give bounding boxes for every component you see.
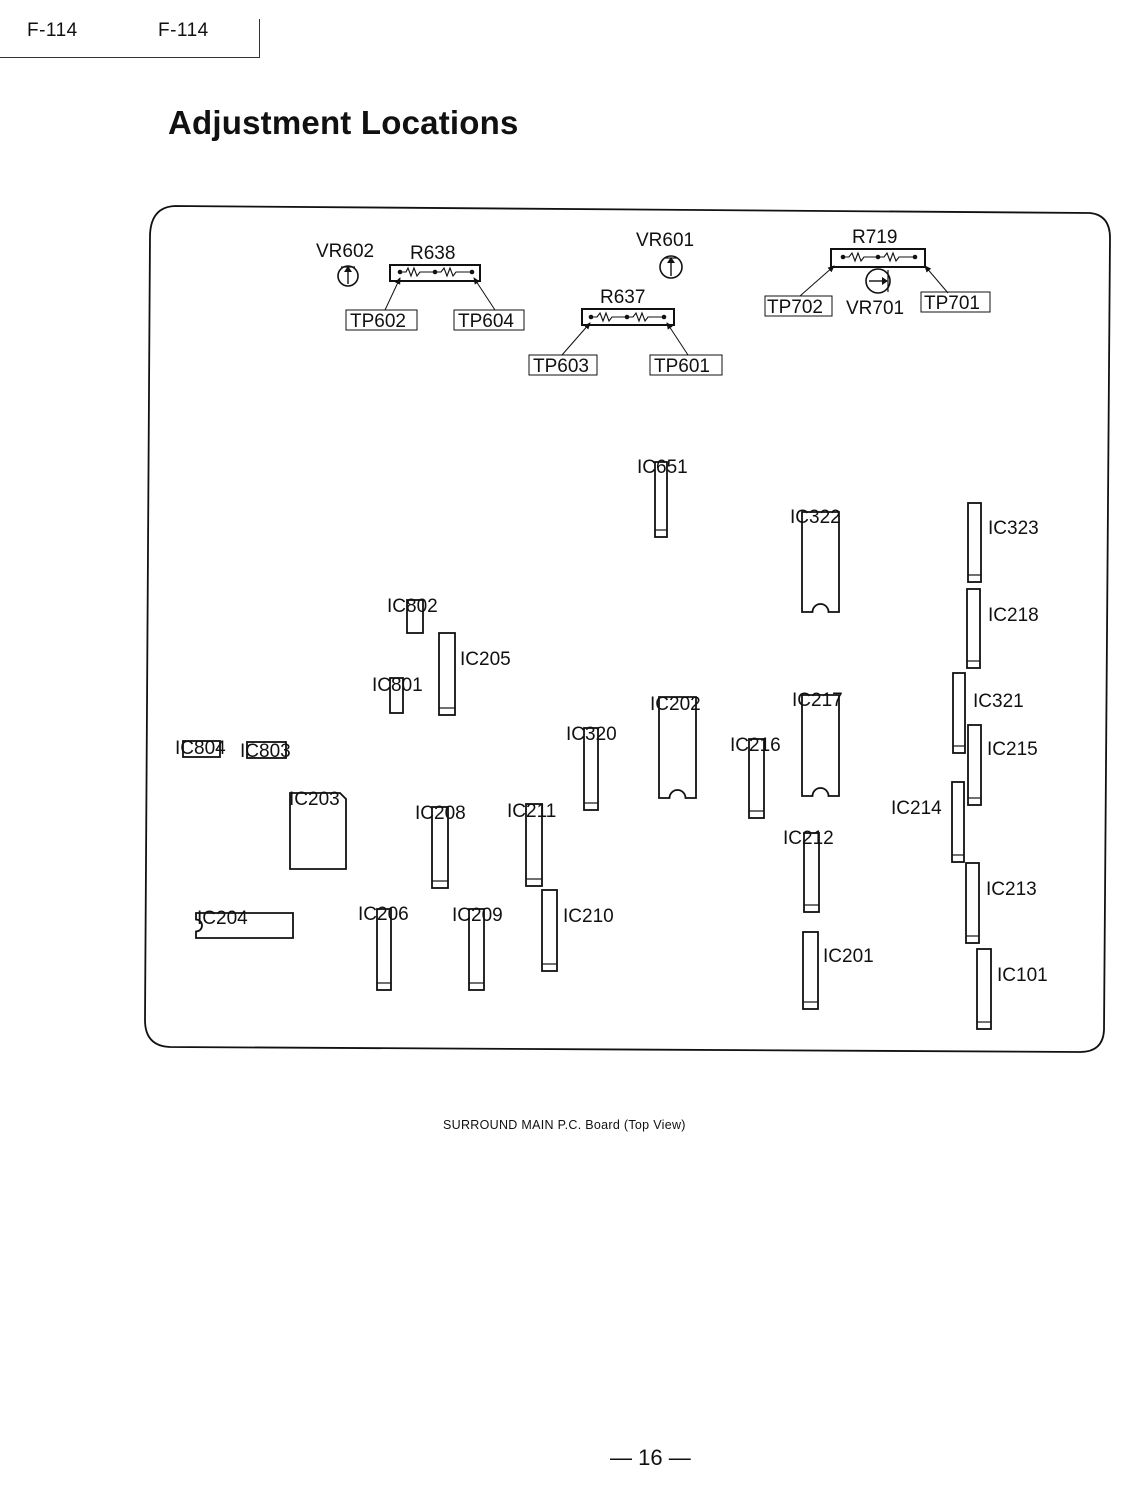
ic212-chip [803,832,820,913]
ic651-chip [654,461,668,538]
board-outline [144,205,1111,1053]
ic213-label: IC213 [986,879,1037,900]
ic202-label: IC202 [650,694,701,715]
vr701-label: VR701 [846,298,904,319]
ic802-label: IC802 [387,596,438,617]
ic216-label: IC216 [730,735,781,756]
vr701-trimmer-icon[interactable] [865,268,891,294]
ic214-label: IC214 [891,798,942,819]
ic211-chip [525,803,543,887]
vr602-label: VR602 [316,241,374,262]
ic218-label: IC218 [988,605,1039,626]
ic206-label: IC206 [358,904,409,925]
r638-resistor-icon [389,264,481,282]
tp702-label: TP702 [767,297,823,318]
ic321-label: IC321 [973,691,1024,712]
ic651-label: IC651 [637,457,688,478]
tp701-label: TP701 [924,293,980,314]
ic205-label: IC205 [460,649,511,670]
tp601-label: TP601 [654,356,710,377]
ic214-chip [951,781,965,863]
page-number: — 16 — [610,1445,691,1470]
tp602-label: TP602 [350,311,406,332]
ic101-chip [976,948,992,1030]
ic208-chip [431,806,449,889]
ic204-chip [195,912,294,939]
model-number-right: F-114 [158,20,209,41]
ic202-chip [658,696,697,799]
header-divider [259,19,260,58]
tp702-testpoint[interactable]: TP702 [764,295,833,318]
tp603-label: TP603 [533,356,589,377]
ic801-chip [389,677,404,714]
ic210-chip [541,889,558,972]
ic215-label: IC215 [987,739,1038,760]
r719-resistor-icon [830,248,926,268]
ic323-label: IC323 [988,518,1039,539]
ic802-chip [406,599,424,634]
ic211-label: IC211 [507,801,556,822]
tp603-testpoint[interactable]: TP603 [528,354,598,377]
ic213-chip [965,862,980,944]
ic208-label: IC208 [415,803,466,824]
r637-resistor-icon [581,308,675,326]
tp604-label: TP604 [458,311,514,332]
ic205-chip [438,632,456,716]
tp604-testpoint[interactable]: TP604 [453,309,525,332]
r719-label: R719 [852,227,897,248]
ic804-chip [182,740,221,758]
ic216-chip [748,738,765,819]
ic206-chip [376,908,392,991]
ic210-label: IC210 [563,906,614,927]
ic322-chip [801,511,840,613]
ic321-chip [952,672,966,754]
ic322-label: IC322 [790,507,841,528]
ic217-chip [801,694,840,797]
ic218-chip [966,588,981,669]
ic323-chip [967,502,982,583]
ic320-label: IC320 [566,724,617,745]
diagram-caption: SURROUND MAIN P.C. Board (Top View) [443,1118,686,1132]
ic204-label: IC204 [197,908,248,929]
ic804-label: IC804 [175,738,226,759]
ic801-label: IC801 [372,675,423,696]
ic209-label: IC209 [452,905,503,926]
ic203-label: IC203 [289,789,340,810]
tp701-testpoint[interactable]: TP701 [920,291,991,314]
ic803-label: IC803 [240,741,291,762]
ic101-label: IC101 [997,965,1048,986]
ic215-chip [967,724,982,806]
ic203-chip [289,792,347,870]
vr602-trimmer-icon[interactable] [337,265,359,287]
ic212-label: IC212 [783,828,834,849]
ic201-chip [802,931,819,1010]
ic217-label: IC217 [792,690,843,711]
vr601-trimmer-icon[interactable] [659,255,683,279]
vr601-label: VR601 [636,230,694,251]
r637-label: R637 [600,287,645,308]
pc-board-diagram: VR602 R638 TP602 TP604 VR601 R637 [144,205,1111,1053]
ic320-chip [583,727,599,811]
model-number-left: F-114 [27,20,78,41]
tp601-testpoint[interactable]: TP601 [649,354,723,377]
ic803-chip [246,741,287,759]
page-title: Adjustment Locations [168,104,519,141]
r638-label: R638 [410,243,455,264]
ic201-label: IC201 [823,946,874,967]
tp602-testpoint[interactable]: TP602 [345,309,418,332]
ic209-chip [468,908,485,991]
header-rule [0,57,259,58]
